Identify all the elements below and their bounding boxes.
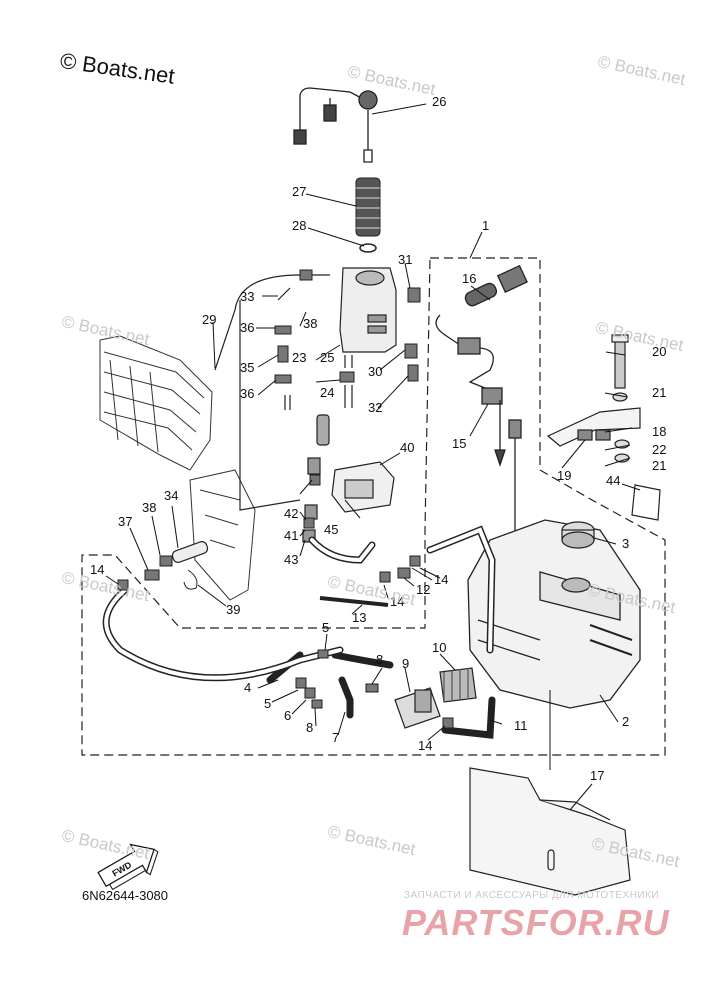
callout-42: 42 [284,506,298,521]
callout-22: 22 [652,442,666,457]
callout-5a: 5 [322,620,329,635]
callout-10: 10 [432,640,446,655]
callout-21b: 21 [652,458,666,473]
callout-38a: 38 [303,316,317,331]
callout-13: 13 [352,610,366,625]
label-plate-44 [631,484,661,521]
footer-logo: PARTSFOR.RU [402,902,670,943]
controller-40 [302,414,395,543]
callout-36b: 36 [240,386,254,401]
hoses-inner [104,527,495,680]
callout-45: 45 [324,522,338,537]
motor-cowling-outline [99,335,256,601]
oil-tank-2 [467,519,641,709]
callout-33: 33 [240,289,254,304]
callout-29: 29 [202,312,216,327]
sensor-leads-15-16 [435,264,528,549]
callout-31: 31 [398,252,412,267]
callout-14b: 14 [434,572,448,587]
wire-harness [293,87,378,163]
tank-bracket-17 [469,767,631,896]
leader-lines [105,103,641,811]
sleeve-27 [355,177,381,237]
callout-44: 44 [606,473,620,488]
callout-24: 24 [320,385,334,400]
callout-9: 9 [402,656,409,671]
callout-23: 23 [292,350,306,365]
footer-subtitle: ЗАПЧАСТИ И АКСЕССУАРЫ ДЛЯ МОТОТЕХНИКИ [404,890,660,901]
callout-18: 18 [652,424,666,439]
diagram-part-code: 6N62644-3080 [82,888,169,903]
callout-1: 1 [482,218,489,233]
tank-cap-3 [561,521,595,549]
callout-2: 2 [622,714,629,729]
fuel-pump-9 [394,687,441,729]
callout-39: 39 [226,602,240,617]
filter-10 [439,667,477,703]
callout-5b: 5 [264,696,271,711]
callout-3: 3 [622,536,629,551]
callout-27: 27 [292,184,306,199]
thin-hoses [171,274,353,563]
callout-12: 12 [416,582,430,597]
callout-15: 15 [452,436,466,451]
callout-20: 20 [652,344,666,359]
callout-30: 30 [368,364,382,379]
callout-21a: 21 [652,385,666,400]
callout-35: 35 [240,360,254,375]
rod-13 [319,596,389,607]
callout-labels: 26 27 28 1 16 31 33 29 36 38 23 25 35 30… [90,94,666,783]
callout-34: 34 [164,488,178,503]
callout-25: 25 [320,350,334,365]
callout-32: 32 [368,400,382,415]
callout-41: 41 [284,528,298,543]
callout-7: 7 [332,730,339,745]
callout-8b: 8 [306,720,313,735]
callout-19: 19 [557,468,571,483]
callout-37: 37 [118,514,132,529]
callout-36a: 36 [240,320,254,335]
callout-43: 43 [284,552,298,567]
callout-16: 16 [462,271,476,286]
callout-28: 28 [292,218,306,233]
pump-body-25 [339,267,397,368]
callout-6: 6 [284,708,291,723]
clips [117,269,454,729]
callout-38b: 38 [142,500,156,515]
callout-14d: 14 [418,738,432,753]
callout-14a: 14 [90,562,104,577]
callout-11: 11 [514,718,528,733]
group-outline [81,257,666,756]
callout-17: 17 [590,768,604,783]
callout-4: 4 [244,680,251,695]
callout-40: 40 [400,440,414,455]
bracket-hardware [546,334,641,463]
callout-14c: 14 [390,594,404,609]
o-ring-28 [359,243,377,253]
callout-8a: 8 [376,652,383,667]
fwd-arrow-icon: FWD [97,843,159,891]
callout-26: 26 [432,94,446,109]
